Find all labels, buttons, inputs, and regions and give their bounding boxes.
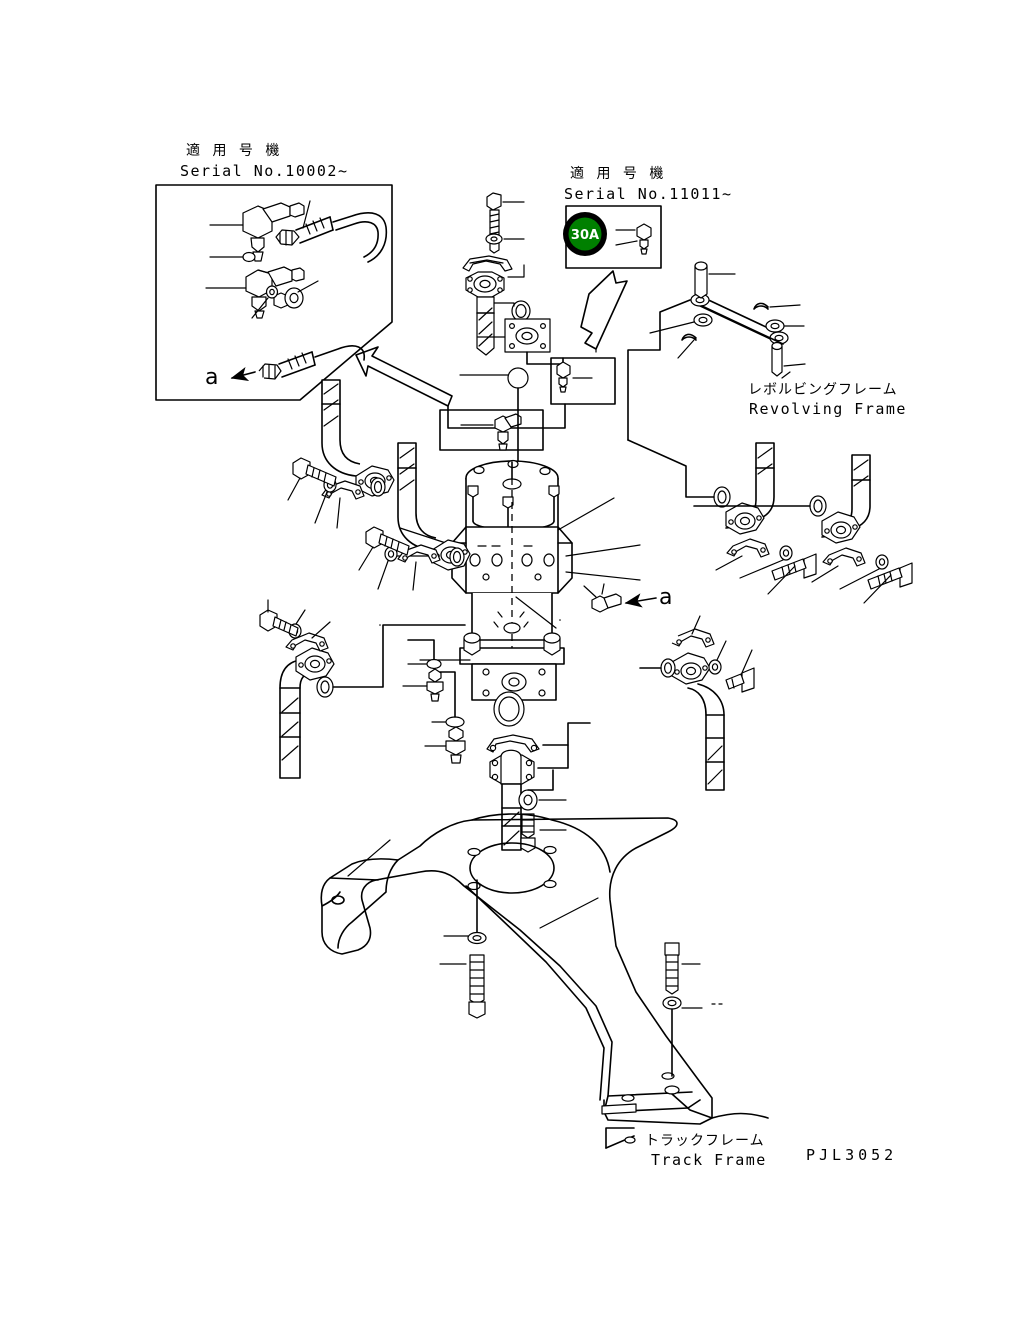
detail-left-hose-lower: [258, 345, 365, 380]
left-lower-oring: [316, 624, 466, 698]
swivel-joint-assembly: [389, 459, 641, 701]
drawing-number: PJL3052: [806, 1146, 898, 1164]
left-lower-split-flange: [285, 621, 331, 652]
right-oring-1: [627, 439, 731, 508]
serial-detail-box-left: [155, 184, 393, 401]
revolving-frame-jp-label: レボルビングフレーム: [748, 382, 898, 398]
serial-right-en-title: Serial No.11011~: [564, 185, 733, 203]
detail-a-marker-right: [559, 583, 657, 621]
top-washer: [485, 233, 525, 245]
swivel-top-bolts: [467, 459, 560, 531]
bracket-washer-right: [662, 996, 703, 1095]
rf-clip-left: [677, 333, 697, 359]
detail-left-washer-large: [284, 280, 319, 309]
top-shaft: [476, 296, 495, 356]
bracket-hardware-left: [439, 879, 487, 1019]
center-flange-shaft: [489, 744, 569, 851]
left-lower-elbow-hose: [259, 599, 466, 779]
left-oring-1: [370, 477, 386, 497]
lower-mounting-bracket: [320, 813, 713, 1125]
swivel-base-plate: [471, 663, 557, 701]
detail-left-hose-upper: [275, 200, 388, 263]
left-oring-2: [449, 547, 465, 567]
center-fitting-2: [424, 671, 466, 764]
detail-left-elbow-fitting: [209, 202, 305, 262]
top-center-hardware: [462, 192, 564, 365]
right-lower-bolt: [725, 649, 755, 693]
track-frame-jp-label: トラックフレーム: [645, 1133, 765, 1149]
swivel-lower-flange: [459, 632, 565, 665]
top-saddle-clamp: [462, 255, 513, 272]
left-hose-group-upper: [287, 379, 395, 529]
detail-arrow-left-hollow: [355, 346, 453, 407]
center-detail-box-right: [550, 357, 616, 405]
center-fitting-1: [402, 639, 444, 702]
bracket-bolt-left: [439, 954, 486, 1019]
center-detail-box-left: [439, 409, 544, 451]
bracket-bolt-right: [664, 942, 701, 995]
revolving-frame-en-label: Revolving Frame: [749, 400, 907, 418]
right-hose-group-1: [627, 439, 817, 595]
center-bottom-fittings: [402, 639, 591, 853]
serial-detail-box-right: [565, 205, 662, 269]
bracket-washer-left: [443, 879, 487, 945]
left-lower-bolt: [259, 599, 299, 637]
revolving-frame-rod-group: [627, 261, 806, 441]
right-washer-1: [739, 545, 793, 579]
center-saddle-clamp: [486, 722, 591, 753]
right-oring-2: [693, 495, 827, 517]
rf-washer-right: [765, 319, 805, 333]
right-hose-group-2: [693, 454, 913, 604]
top-flange-block: [465, 264, 525, 298]
bracket-hardware-right: [662, 942, 723, 1095]
left-hose-group-lower: [358, 442, 471, 591]
detail-left-oring: [209, 251, 256, 263]
right-lower-split-flange: [671, 615, 715, 648]
track-frame-en-label: Track Frame: [651, 1151, 767, 1169]
top-mounting-plate: [477, 318, 564, 365]
rf-pin-lower: [771, 341, 806, 377]
top-oring: [493, 300, 531, 322]
right-split-flange-1: [715, 538, 770, 571]
swivel-top-stud: [459, 367, 529, 463]
highlight-badge-label: 30A: [571, 228, 599, 243]
right-bolt-1: [767, 553, 817, 595]
detail-a-arrow-left: [230, 367, 256, 381]
rf-washer-left: [649, 313, 713, 334]
detail-a-label-right: a: [659, 585, 673, 610]
center-washer-right: [518, 769, 567, 811]
detail-left-tee-fitting: [205, 266, 305, 319]
right-lower-elbow-hose: [639, 615, 755, 791]
highlight-badge-30A: 30A: [563, 212, 607, 256]
serial-right-jp-title: 適 用 号 機: [570, 166, 668, 182]
detail-arrow-right-hollow: [580, 270, 628, 350]
rf-clip-right: [753, 302, 801, 310]
rf-pin-upper: [694, 261, 736, 299]
track-frame-outline: [605, 1093, 769, 1149]
right-bolt-2: [863, 562, 913, 604]
right-lower-washer: [708, 640, 727, 675]
swivel-valve-block: [451, 526, 573, 594]
right-lower-oring: [639, 658, 676, 678]
left-bolt-2: [358, 526, 410, 571]
right-washer-2: [839, 554, 889, 590]
right-split-flange-2: [811, 547, 866, 583]
detail-right-fitting: [615, 223, 652, 255]
center-big-oring: [493, 691, 525, 727]
left-bolt-1: [287, 457, 337, 501]
detail-a-label-left: a: [205, 365, 219, 390]
serial-left-en-title: Serial No.10002~: [180, 162, 349, 180]
detail-left-washer-small: [251, 285, 279, 319]
left-washer-2: [377, 546, 398, 590]
serial-left-jp-title: 適 用 号 機: [186, 143, 284, 159]
rf-label-leader: [781, 371, 791, 379]
